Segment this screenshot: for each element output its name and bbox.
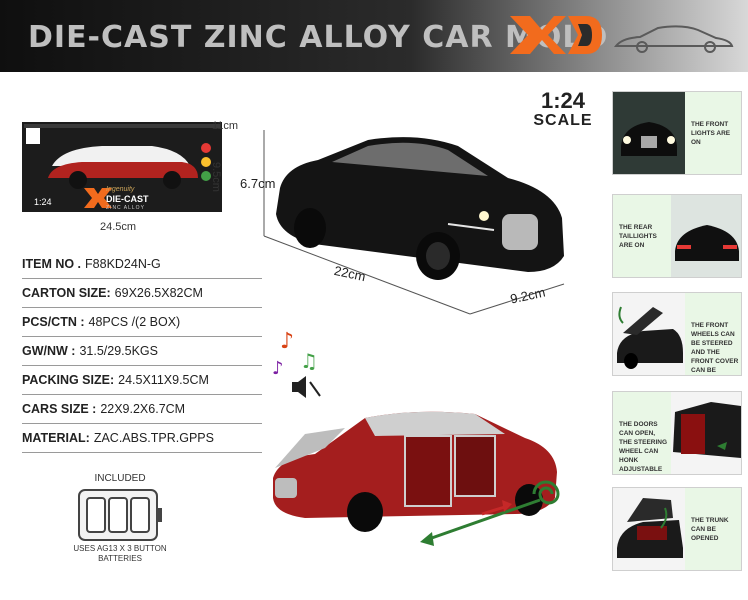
feature-panel-doors: THE DOORS CAN OPEN, THE STEERING WHEEL C… <box>612 391 742 475</box>
feature-panel-trunk: THE TRUNK CAN BE OPENED <box>612 487 742 571</box>
spec-list: ITEM NO .F88KD24N-G CARTON SIZE:69X26.5X… <box>22 250 262 453</box>
battery-section: INCLUDED USES AG13 X 3 BUTTON BATTERIES <box>60 473 180 564</box>
spec-key: GW/NW : <box>22 344 76 358</box>
trunk-open-photo-icon <box>613 488 685 570</box>
spec-value: 22X9.2X6.7CM <box>100 402 186 416</box>
header-banner: DIE-CAST ZINC ALLOY CAR MOLD <box>0 0 748 72</box>
spec-key: MATERIAL: <box>22 431 90 445</box>
feature-caption: THE TRUNK CAN BE OPENED <box>685 488 741 570</box>
music-notes-icon: ♪ ♫ ♪ <box>272 329 321 398</box>
feature-caption: THE REAR TAILLIGHTS ARE ON <box>613 195 673 277</box>
spec-row: CARTON SIZE:69X26.5X82CM <box>22 279 262 308</box>
spec-value: ZAC.ABS.TPR.GPPS <box>93 431 214 445</box>
svg-text:♪: ♪ <box>272 358 284 379</box>
spec-value: 48PCS /(2 BOX) <box>88 315 181 329</box>
spec-row: PACKING SIZE:24.5X11X9.5CM <box>22 366 262 395</box>
feature-caption: THE FRONT WHEELS CAN BE STEERED AND THE … <box>685 293 741 375</box>
spec-key: CARTON SIZE: <box>22 286 111 300</box>
hero-car-image <box>263 130 565 315</box>
scale-badge: 1:24 SCALE <box>528 90 598 130</box>
header-title: DIE-CAST ZINC ALLOY CAR MOLD <box>28 20 609 55</box>
svg-text:♫: ♫ <box>300 349 318 373</box>
box-tagline: Ingenuity <box>106 186 135 193</box>
feature-caption: THE FRONT LIGHTS ARE ON <box>685 92 741 174</box>
box-height-label: 11cm <box>212 120 239 132</box>
battery-icon <box>78 489 162 541</box>
open-doors-car-image <box>273 411 557 532</box>
feature-caption: THE DOORS CAN OPEN, THE STEERING WHEEL C… <box>613 392 673 474</box>
box-depth-label: 9.5cm <box>210 162 222 192</box>
spec-key: CARS SIZE : <box>22 402 97 416</box>
spec-value: F88KD24N-G <box>85 257 161 271</box>
scale-label: SCALE <box>533 112 593 129</box>
feature-panel-front-lights: THE FRONT LIGHTS ARE ON <box>612 91 742 175</box>
box-scale-label: 1:24 <box>34 197 52 207</box>
spec-value: 24.5X11X9.5CM <box>118 373 209 387</box>
box-brand-text: DIE-CAST <box>106 194 149 204</box>
spec-row: GW/NW :31.5/29.5KGS <box>22 337 262 366</box>
included-label: INCLUDED <box>94 473 146 484</box>
feature-panel-hood: THE FRONT WHEELS CAN BE STEERED AND THE … <box>612 292 742 376</box>
rear-lights-photo-icon <box>671 195 741 277</box>
spec-key: PACKING SIZE: <box>22 373 115 387</box>
box-sub-text: ZINC ALLOY <box>106 205 145 211</box>
spec-key: ITEM NO . <box>22 257 82 271</box>
spec-value: 69X26.5X82CM <box>114 286 203 300</box>
scale-ratio: 1:24 <box>540 88 586 113</box>
svg-text:♪: ♪ <box>280 329 294 354</box>
box-width-label: 24.5cm <box>100 221 137 233</box>
spec-row: ITEM NO .F88KD24N-G <box>22 250 262 279</box>
brand-logo-icon <box>510 16 602 54</box>
spec-row: PCS/CTN :48PCS /(2 BOX) <box>22 308 262 337</box>
spec-row: CARS SIZE :22X9.2X6.7CM <box>22 395 262 424</box>
spec-key: PCS/CTN : <box>22 315 85 329</box>
front-lights-photo-icon <box>613 92 685 174</box>
doors-open-photo-icon <box>671 392 741 474</box>
feature-panel-rear-lights: THE REAR TAILLIGHTS ARE ON <box>612 194 742 278</box>
battery-caption: USES AG13 X 3 BUTTON BATTERIES <box>73 544 167 563</box>
spec-row: MATERIAL:ZAC.ABS.TPR.GPPS <box>22 424 262 453</box>
hood-open-photo-icon <box>613 293 685 375</box>
package-box-image <box>22 122 222 212</box>
car-silhouette-icon <box>613 25 734 53</box>
motion-arrow-icon <box>420 480 560 546</box>
car-height-label: 6.7cm <box>240 176 276 191</box>
spec-value: 31.5/29.5KGS <box>79 344 158 358</box>
